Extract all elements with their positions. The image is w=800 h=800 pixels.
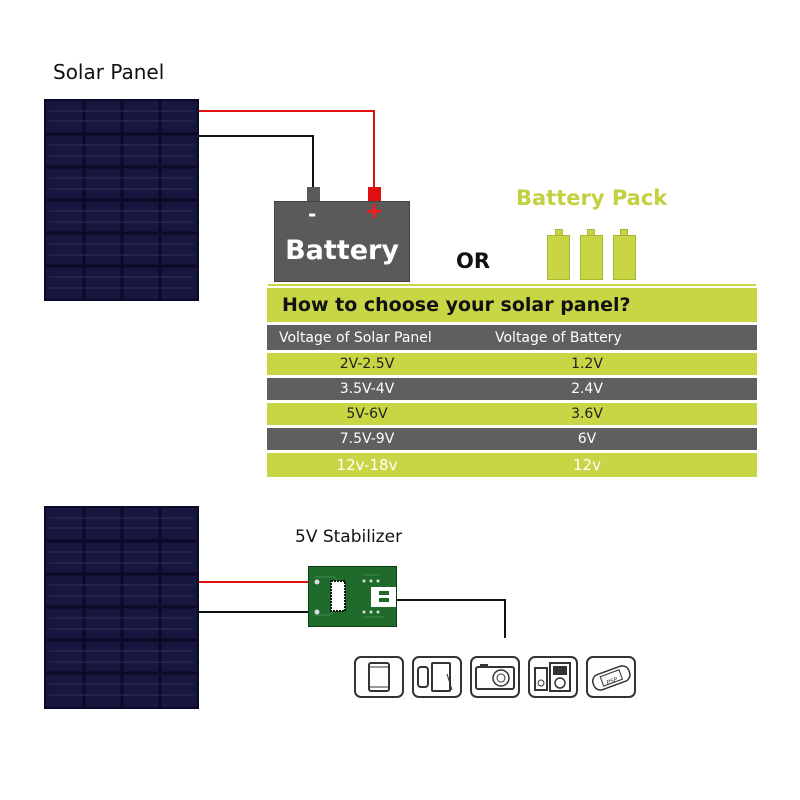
- solar-cells-grid: [46, 101, 197, 299]
- mp3-player-icon: [528, 656, 578, 698]
- battery-cell: [580, 235, 603, 280]
- output-wire: [397, 599, 506, 638]
- negative-terminal: [307, 187, 320, 202]
- solar-cells-grid: [46, 508, 197, 707]
- solar-panel-bottom: [44, 506, 199, 709]
- psp-console-icon: PSP: [586, 656, 636, 698]
- cell-panel-voltage: 7.5V-9V: [339, 431, 395, 447]
- pcb-traces: [314, 574, 396, 618]
- cell-battery-voltage: 6V: [577, 431, 597, 447]
- table-row: 2V-2.5V 1.2V: [267, 353, 757, 375]
- device-icons-row: PSP: [354, 656, 636, 698]
- cell-battery-voltage: 1.2V: [571, 356, 603, 372]
- battery-cell: [613, 235, 636, 280]
- cell-battery-voltage: 3.6V: [571, 406, 603, 422]
- battery-cell: [547, 235, 570, 280]
- negative-wire: [199, 135, 314, 188]
- cell-battery-voltage: 12v: [573, 456, 601, 474]
- table-row: 12v-18v 12v: [267, 453, 757, 477]
- battery: - + Battery: [274, 199, 410, 282]
- stabilizer-label: 5V Stabilizer: [295, 527, 403, 547]
- solar-panel-title: Solar Panel: [53, 60, 165, 84]
- phone-and-tablet-icon: [412, 656, 462, 698]
- table-row: 5V-6V 3.6V: [267, 403, 757, 425]
- cell-panel-voltage: 2V-2.5V: [339, 356, 395, 372]
- header-panel-voltage: Voltage of Solar Panel: [279, 329, 432, 346]
- tablet-icon: [354, 656, 404, 698]
- stabilizer-board: [308, 566, 397, 627]
- psp-text: PSP: [606, 676, 619, 686]
- battery-label: Battery: [285, 235, 399, 266]
- table-row: 3.5V-4V 2.4V: [267, 378, 757, 400]
- battery-pack-title: Battery Pack: [516, 186, 668, 210]
- header-battery-voltage: Voltage of Battery: [495, 329, 622, 346]
- voltage-table: How to choose your solar panel? Voltage …: [267, 288, 757, 477]
- cell-panel-voltage: 12v-18v: [336, 456, 398, 474]
- table-row: 7.5V-9V 6V: [267, 428, 757, 450]
- wiring-top: [199, 110, 375, 188]
- divider-line: [268, 284, 756, 286]
- positive-wire: [199, 110, 375, 188]
- minus-sign: -: [308, 202, 317, 226]
- or-label: OR: [456, 249, 491, 273]
- wiring-bottom: [199, 581, 506, 638]
- solar-panel-top: [44, 99, 199, 301]
- table-title: How to choose your solar panel?: [267, 288, 757, 322]
- cell-battery-voltage: 2.4V: [571, 381, 603, 397]
- plus-sign: +: [365, 199, 384, 224]
- camera-icon: [470, 656, 520, 698]
- cell-panel-voltage: 3.5V-4V: [339, 381, 395, 397]
- table-header-row: Voltage of Solar Panel Voltage of Batter…: [267, 325, 757, 350]
- positive-terminal: [368, 187, 381, 202]
- cell-panel-voltage: 5V-6V: [346, 406, 388, 422]
